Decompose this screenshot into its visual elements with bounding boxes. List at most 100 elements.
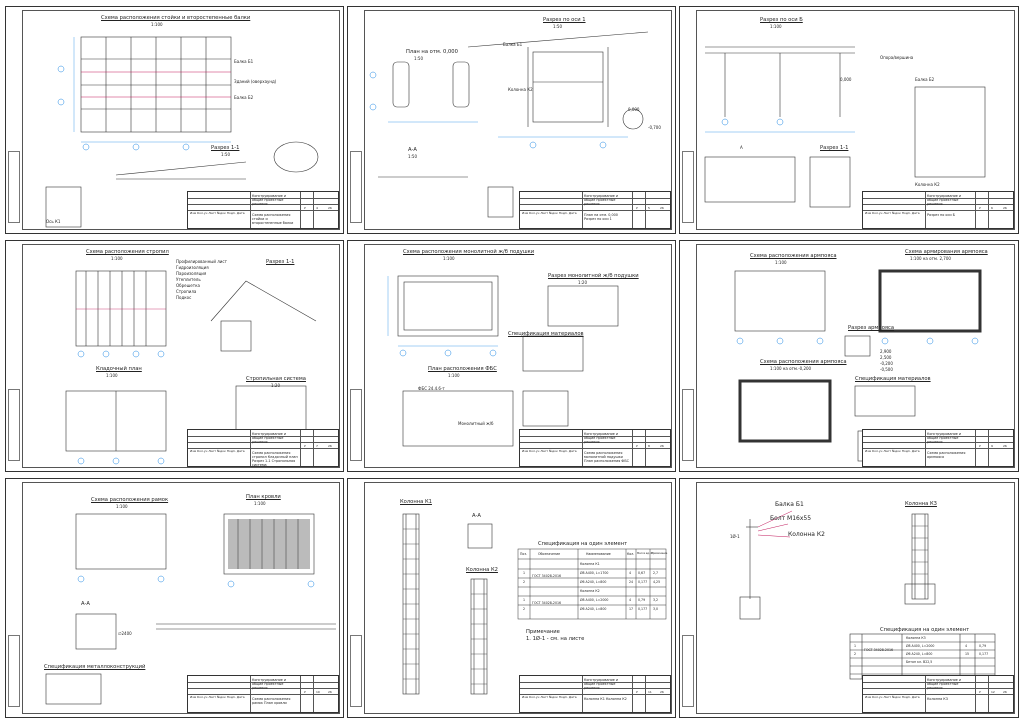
stamp-name: Конструирование и общие проектные решени… [252,194,287,206]
layer-label: Утеплитель [176,277,201,282]
plan-title: План на отм. 0,000 [406,49,458,55]
plan-scale: 1:100 [106,373,118,378]
drawing-sheet-8[interactable]: Колонна К1 А-А Колонна К2 Спецификация н… [347,478,676,718]
stamp-header: Изм Кол.уч Лист №док Подп. Дата [190,449,245,453]
note-label: Монолитный ж/б [458,421,494,426]
spec-cell: 24 [629,580,634,584]
callout-label: Болт М16х55 [770,515,812,522]
drawing-graphics [369,31,649,218]
stamp-title: Схема расположения рамок План кровли [252,697,291,705]
title-block: Изм Кол.уч Лист №док Подп. Дата Конструи… [862,191,1014,229]
note-label: Балка Б2 [915,77,935,82]
sheet-frame [364,244,672,468]
drawing-sheet-6[interactable]: Схема расположения армпояса 1:100 Схема … [679,240,1019,472]
stamp-stage: У [304,206,306,210]
stamp-stage: У [636,444,638,448]
note-text: 1. 1Ø-1 - см. на листе [526,636,585,642]
margin-strip [8,635,20,707]
drawing-sheet-5[interactable]: Схема расположения монолитной ж/б подушк… [347,240,676,472]
margin-strip [682,635,694,707]
stamp-sheet: 12 [991,690,995,694]
spec-cell: Ø8 А400, L=2000 [580,598,609,602]
section-title: Разрез 1-1 [266,259,295,265]
spec-header-cell: Масса ед. кг [637,552,654,555]
spec-header-cell: Поз. [520,552,528,556]
drawing-graphics [739,510,996,680]
stamp-sheets: 26 [660,206,664,210]
margin-strip [8,151,20,223]
stamp-stage: У [979,690,981,694]
sheet-frame [696,10,1015,230]
elevation-mark: 2,500 [880,355,892,360]
margin-strip [8,389,20,461]
elevation-mark: 0,000 [628,107,640,112]
stamp-sheets: 26 [328,206,332,210]
stamp-name: Конструирование и общие проектные решени… [584,194,619,206]
drawing-sheet-3[interactable]: Разрез по оси Б 1:100 Разрез 1-1 А Опора… [679,6,1019,234]
drawing-graphics [402,513,667,695]
note-label: Колонна К2 [915,182,940,187]
stamp-title: Схема расположения монолитной подушки Пл… [584,451,630,463]
note-label: Балка Б1 [503,42,523,47]
layer-label: Гидроизоляция [176,265,209,270]
drawing-sheet-1[interactable]: Схема расположения стойки и второстепенн… [5,6,344,234]
drawing-title: Разрез по оси 1 [543,17,586,23]
spec-cell: Ø8 А400, L=1700 [580,571,609,575]
drawing-sheet-7[interactable]: Схема расположения рамок 1:100 План кров… [5,478,344,718]
note-heading: Примечание [526,629,560,635]
stamp-sheet: 6 [991,206,993,210]
stamp-title: Колонна К1 Колонна К2 [584,697,627,701]
margin-strip [350,635,362,707]
stamp-sheets: 26 [660,444,664,448]
stamp-title: Схема расположения армпояса [927,451,966,459]
drawing-title: Схема расположения монолитной ж/б подушк… [403,249,535,255]
drawing-scale: 1:100 [443,256,455,261]
drawing-title: Колонна К1 [400,499,432,505]
section-scale: 1:50 [408,154,417,159]
spec-title: Спецификация на один элемент [538,541,628,547]
note-label: 1Ø-1 [730,534,740,539]
drawing-graphics [65,270,317,465]
stamp-sheets: 26 [660,690,664,694]
note-label: ФБС 24.4.6-т [418,386,445,391]
spec-cell: 1 [854,644,857,648]
drawing-title: План кровли [246,494,281,500]
margin-strip [350,389,362,461]
stamp-sheets: 26 [1003,690,1007,694]
spec-title: Спецификация на один элемент [880,627,970,633]
plan-title: Кладочный план [96,366,142,372]
drawing-sheet-4[interactable]: Схема расположения стропил 1:100 Разрез … [5,240,344,472]
drawing-title: Колонна К2 [466,567,498,573]
drawing-graphics [45,36,319,228]
stamp-sheets: 26 [328,690,332,694]
drawing-sheet-9[interactable]: Балка Б1 Болт М16х55 Колонна К2 Колонна … [679,478,1019,718]
spec-cell: 4,25 [653,580,661,584]
layer-label: Обрешетка [176,283,200,288]
elevation-mark: -0,500 [880,367,893,372]
spec-cell: 0,79 [638,598,646,602]
note-label: Ось К1 [46,219,61,224]
stamp-title: Схема расположения стропил Кладочный пла… [252,451,298,467]
title-block: Изм Кол.уч Лист №док Подп. Дата Конструи… [519,191,671,229]
sheet-frame [364,482,672,714]
detail-scale: 1:20 [271,383,280,388]
drawing-title: Схема расположения стойки и второстепенн… [101,15,251,21]
sheet-frame [22,10,340,230]
stamp-stage: У [636,690,638,694]
stamp-sheet: 4 [316,206,318,210]
drawing-title: Схема расположения армпояса [750,253,837,259]
section-label: А [740,145,743,150]
callout-label: Колонна К2 [788,531,825,538]
stamp-sheet: 11 [648,690,652,694]
stamp-header: Изм Кол.уч Лист №док Подп. Дата [190,695,245,699]
drawing-sheet-2[interactable]: Разрез по оси 1 1:50 План на отм. 0,000 … [347,6,676,234]
plan-title: План расположения ФБС [428,366,497,372]
spec-cell: Колонна К3 [906,636,926,640]
elevation-mark: 2,900 [880,349,892,354]
spec-cell: 0,177 [638,580,648,584]
drawing-graphics [45,513,336,705]
margin-strip [682,151,694,223]
spec-cell: 2,7 [653,571,659,575]
spec-cell: 3,2 [653,598,659,602]
drawing-scale: 1:100 [111,256,123,261]
